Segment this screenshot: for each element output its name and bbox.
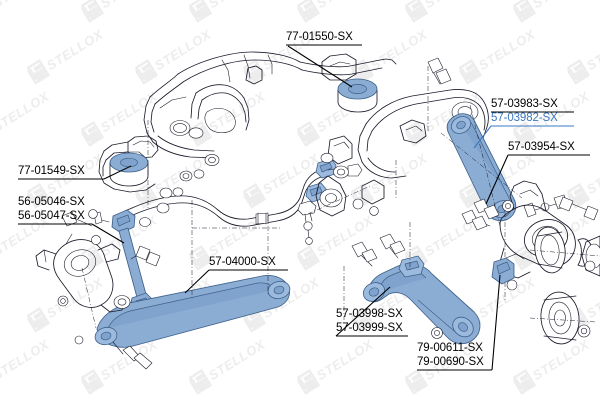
part-number-text: 57-03954-SX [508, 141, 575, 153]
part-number-text: 57-03999-SX [336, 321, 403, 334]
part-number-text: 79-00611-SX [417, 342, 483, 354]
part-number-text: 77-01550-SX [286, 31, 353, 43]
part-number-text: 57-03998-SX [336, 308, 403, 320]
part-number-text: 57-03983-SX [491, 98, 558, 110]
part-number-text: 56-05046-SX [18, 196, 85, 208]
callout-77-01549[interactable]: 77-01549-SX [18, 165, 85, 179]
part-number-text: 56-05047-SX [18, 209, 85, 222]
callout-57-04000[interactable]: 57-04000-SX [209, 256, 276, 270]
part-number-text: 57-04000-SX [209, 256, 276, 268]
part-number-text: 77-01549-SX [18, 165, 85, 177]
part-number-text: 57-03982-SX [491, 111, 558, 124]
callout-57-03954[interactable]: 57-03954-SX [508, 141, 575, 155]
callout-77-01550[interactable]: 77-01550-SX [286, 31, 353, 45]
part-number-text: 79-00690-SX [417, 355, 484, 368]
